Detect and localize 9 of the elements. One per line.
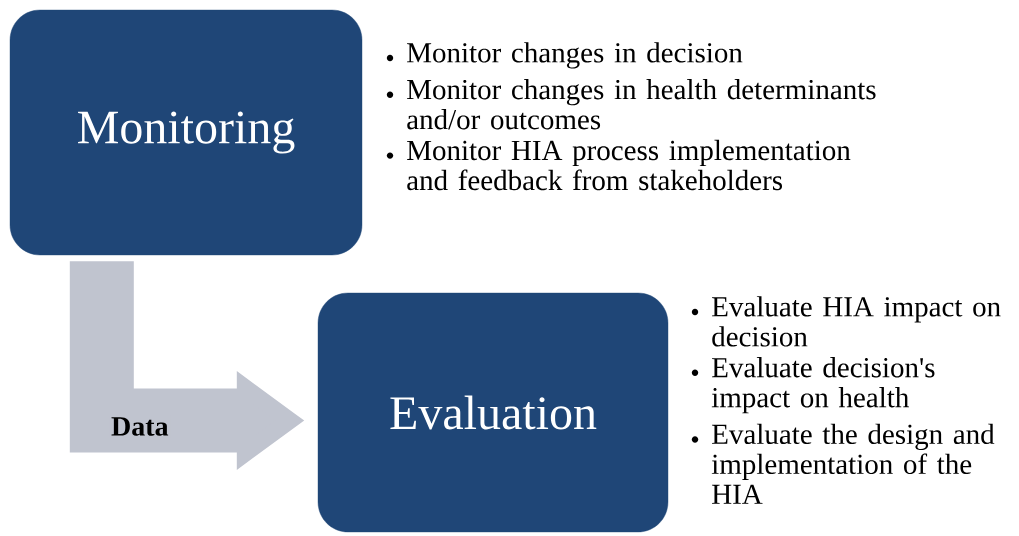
bullet-text: Evaluate HIA impact on decision — [712, 296, 1001, 347]
edge-label: Data — [109, 415, 171, 438]
bullet-text: Monitor changes in health determinants and/or outcomes — [407, 79, 876, 130]
process-box: Monitoring — [9, 9, 363, 256]
process-box: Evaluation — [317, 292, 669, 533]
bullet-text: Monitor changes in decision — [407, 42, 743, 69]
bullet-text: Evaluate decision's impact on health — [711, 357, 935, 414]
bullet-text: Monitor HIA process implementation and feedback from stakeholders — [407, 139, 851, 191]
bullet-text: Evaluate the design and implementation of the HIA — [711, 423, 995, 504]
